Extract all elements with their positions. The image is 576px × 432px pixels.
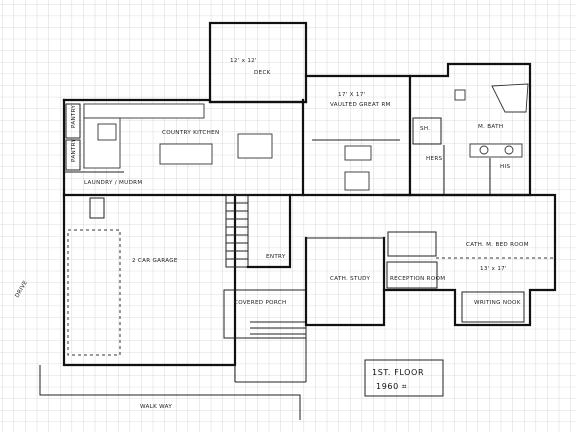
study-walls [304,236,386,327]
walkway-label: WALK WAY [140,404,172,410]
hers-closet-label: HERS [426,156,443,162]
his-closet-label: HIS [500,164,510,170]
kitchen-walls [62,98,308,104]
shower-label: SH. [420,126,430,132]
great-room-size-label: 17' X 17' [338,92,365,98]
stairs-icon [225,194,249,268]
pantry-2-outline [65,139,81,171]
porch-steps [250,321,306,335]
pantry-1-outline [65,103,81,139]
title-block [364,359,444,397]
sink-icon [504,145,514,155]
writing-nook-outline [461,291,525,323]
bathroom-fixtures [387,231,437,257]
garage-walls [62,193,237,367]
floor-area-label: 1960 ⌗ [376,382,407,391]
floor-plan-drawing [39,21,557,420]
refrigerator-icon [97,123,117,141]
kitchen-counter-north [83,103,205,119]
sofa-icon [344,145,372,161]
covered-porch-label: COVERED PORCH [234,300,286,306]
dining-table-icon [159,143,213,165]
floor-title-label: 1ST. FLOOR [372,368,424,377]
reception-room-label: RECEPTION ROOM [390,276,445,282]
study-label: CATH. STUDY [330,276,370,282]
pantry-1-label: PANTRY [71,105,77,128]
garage-label: 2 CAR GARAGE [132,258,178,264]
entry-walls [246,193,292,269]
vanity-icon [469,143,523,158]
kitchen-island-icon [237,133,273,159]
walkway-outline [39,365,301,420]
deck-size-label: 12' x 12' [230,58,257,64]
great-room-label: VAULTED GREAT RM [330,102,391,108]
tub-icon [491,83,529,113]
deck-label: DECK [254,70,271,76]
master-bedroom-label: CATH. M. BED ROOM [466,242,529,248]
shower-icon [412,117,442,145]
writing-nook-label: WRITING NOOK [474,300,521,306]
master-bedroom-size-label: 13' x 17' [480,266,507,272]
sink-icon [479,145,489,155]
garage-door-outline [67,229,121,356]
master-bath-label: M. BATH [478,124,503,130]
country-kitchen-label: COUNTRY KITCHEN [162,130,219,136]
armchair-icon [344,171,370,191]
entry-label: ENTRY [266,254,286,260]
pantry-2-label: PANTRY [71,139,77,162]
reception-room-outline [386,261,438,289]
toilet-icon [454,89,466,101]
master-bedroom-walls [382,193,557,327]
mudroom-steps [89,197,105,219]
laundry-label: LAUNDRY / MUDRM [84,180,142,186]
